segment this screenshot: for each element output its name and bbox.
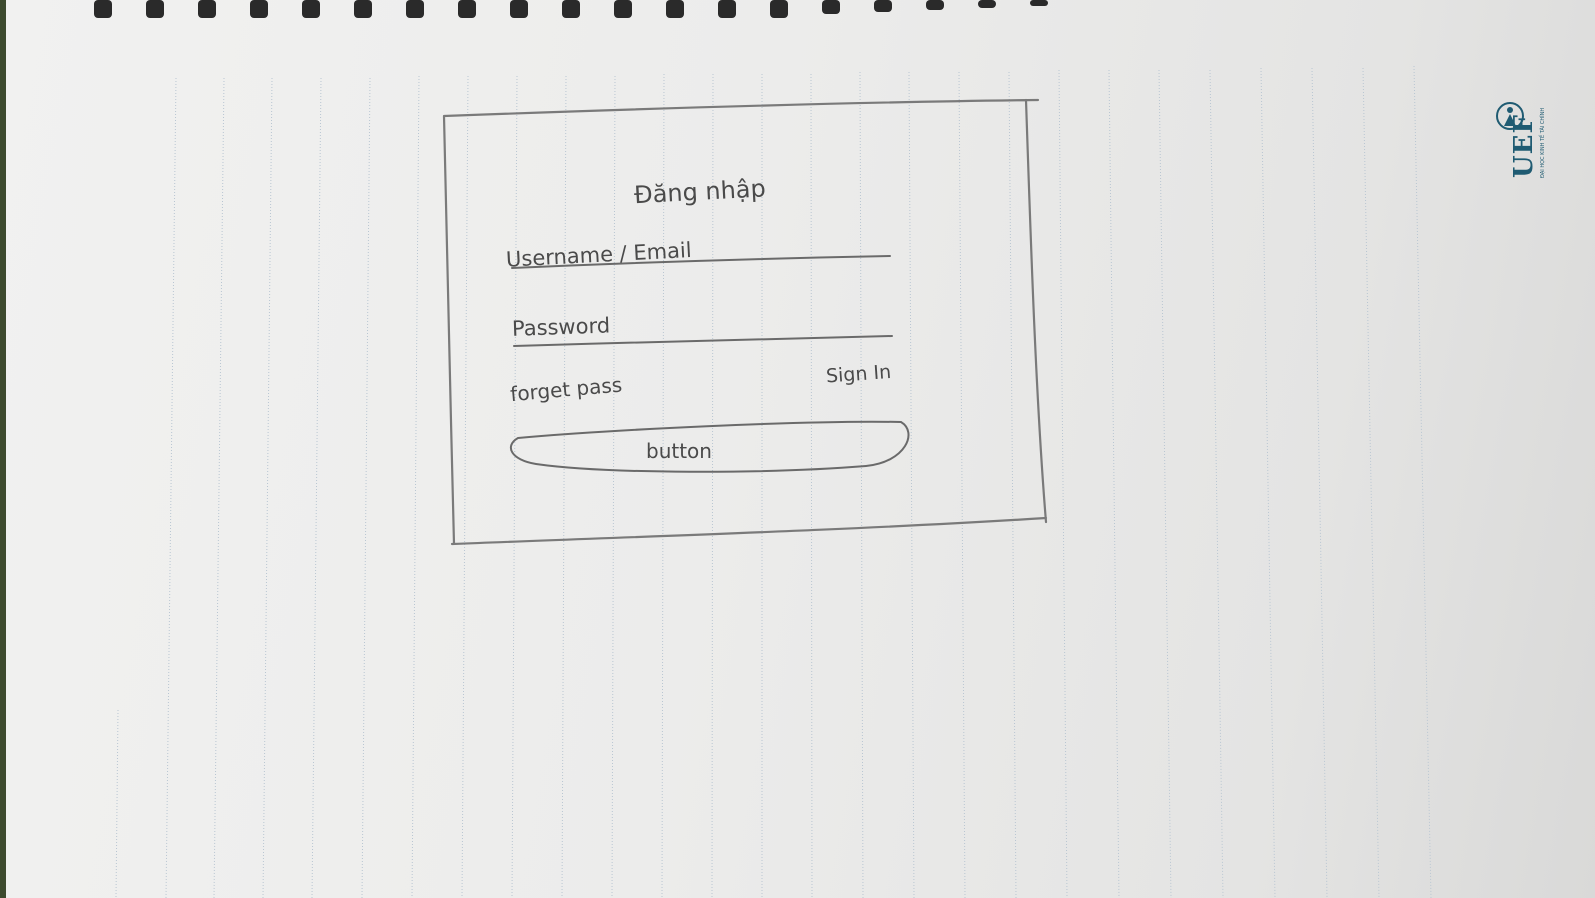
username-underline (511, 255, 891, 269)
sketch-title: Đăng nhập (633, 174, 766, 209)
password-label: Password (512, 313, 611, 340)
sign-in-link: Sign In (825, 361, 892, 387)
wireframe-frame (442, 98, 1048, 546)
button-outline (509, 420, 910, 473)
login-wireframe-sketch: Đăng nhập Username / Email Password forg… (442, 98, 1048, 546)
button-label: button (646, 439, 712, 463)
uef-logo-subtitle: ĐẠI HỌC KINH TẾ TÀI CHÍNH (1540, 107, 1546, 178)
forgot-password-link: forget pass (509, 372, 623, 406)
password-underline (513, 335, 893, 347)
ruled-lines (115, 65, 1432, 898)
uef-emblem-icon (1496, 102, 1524, 130)
uef-logo: UEF ĐẠI HỌC KINH TẾ TÀI CHÍNH (1495, 58, 1551, 178)
notebook-page: Đăng nhập Username / Email Password forg… (6, 0, 1595, 898)
uef-logo-text: UEF (1509, 114, 1539, 178)
spiral-binding (94, 0, 1048, 18)
